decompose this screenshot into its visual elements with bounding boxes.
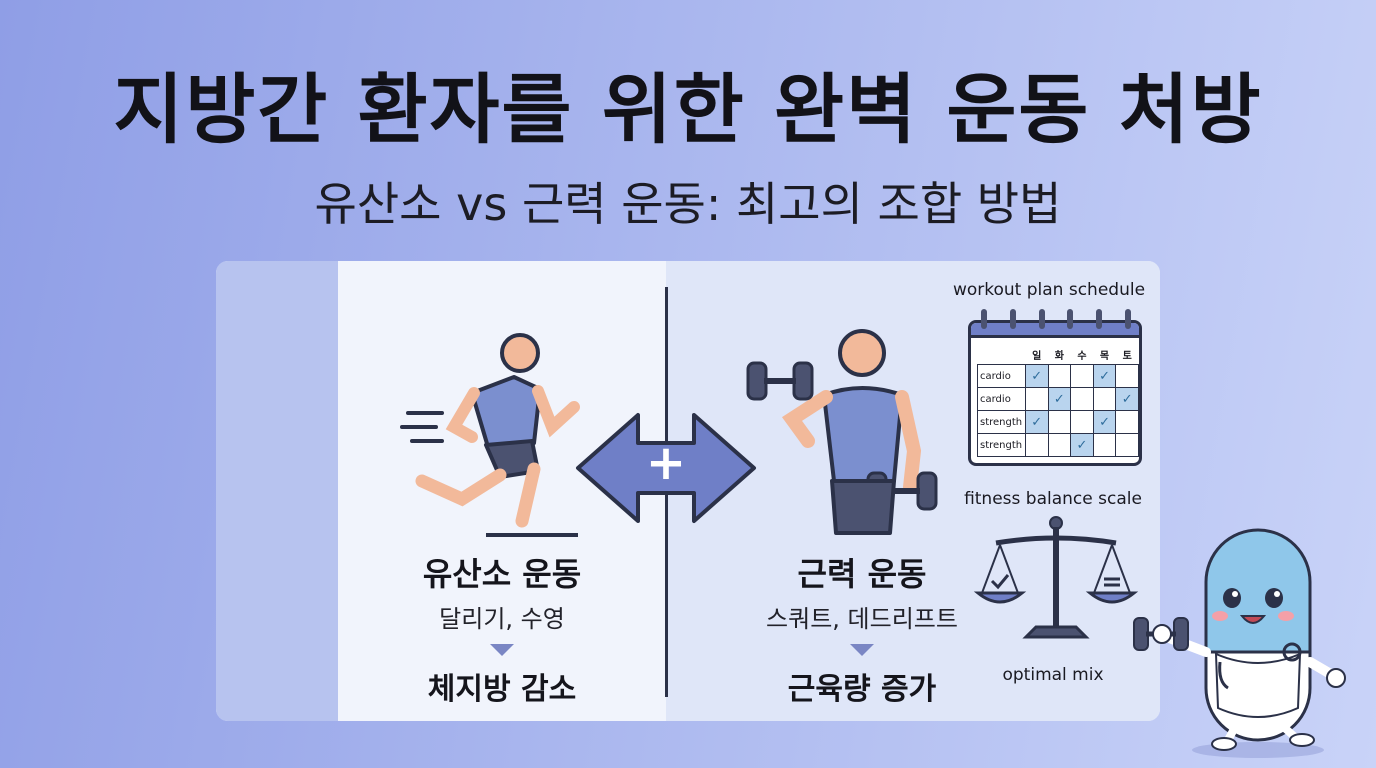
schedule-row-label: strength bbox=[977, 410, 1026, 434]
card-left-strip bbox=[216, 261, 338, 721]
schedule-row-label: cardio bbox=[977, 387, 1026, 411]
schedule-row-label: strength bbox=[977, 433, 1026, 457]
schedule-empty-cell bbox=[1070, 410, 1094, 434]
schedule-check-cell: ✓ bbox=[1092, 364, 1117, 388]
cardio-examples: 달리기, 수영 bbox=[439, 605, 565, 633]
balance-scale-icon bbox=[973, 516, 1139, 639]
schedule-empty-cell bbox=[1115, 364, 1139, 388]
scale-caption: fitness balance scale bbox=[964, 489, 1142, 509]
schedule-row-label: cardio bbox=[977, 364, 1026, 388]
pill-mascot-icon bbox=[1133, 528, 1346, 758]
arrow-down-icon bbox=[850, 644, 874, 656]
strength-text-block: 근력 운동 스쿼트, 데드리프트 근육량 증가 bbox=[712, 549, 1012, 708]
combine-arrow-icon bbox=[576, 413, 756, 523]
schedule-empty-cell bbox=[1024, 387, 1049, 411]
schedule-check-cell: ✓ bbox=[1024, 364, 1049, 388]
calendar-rings bbox=[981, 309, 1131, 329]
schedule-day-header: 토 bbox=[1122, 350, 1132, 362]
schedule-empty-cell bbox=[1092, 433, 1117, 457]
schedule-empty-cell bbox=[1070, 364, 1094, 388]
schedule-row: cardio ✓ ✓ bbox=[977, 387, 1139, 411]
schedule-check-cell: ✓ bbox=[1115, 387, 1139, 411]
schedule-empty-cell bbox=[1047, 410, 1072, 434]
schedule-day-header: 목 bbox=[1099, 350, 1110, 362]
comparison-card: + 유산소 운동 달리기, 수영 체지방 감소 근력 운동 스쿼트, 데드리프트… bbox=[216, 261, 1160, 721]
schedule-empty-cell bbox=[1047, 433, 1072, 457]
weightlifter-icon bbox=[746, 329, 938, 535]
schedule-check-cell: ✓ bbox=[1024, 410, 1049, 434]
schedule-day-header: 수 bbox=[1077, 350, 1087, 362]
cardio-heading: 유산소 운동 bbox=[422, 555, 582, 593]
arrow-down-icon bbox=[490, 644, 514, 656]
schedule-check-cell: ✓ bbox=[1070, 433, 1094, 457]
schedule-empty-cell bbox=[1092, 387, 1117, 411]
schedule-empty-cell bbox=[1047, 364, 1072, 388]
scale-bottom-label: optimal mix bbox=[1002, 665, 1104, 685]
cardio-text-block: 유산소 운동 달리기, 수영 체지방 감소 bbox=[352, 549, 652, 708]
page-subtitle: 유산소 vs 근력 운동: 최고의 조합 방법 bbox=[314, 177, 1062, 231]
schedule-empty-cell bbox=[1115, 410, 1139, 434]
schedule-row: strength✓✓ bbox=[977, 410, 1139, 434]
schedule-empty-cell bbox=[1115, 433, 1139, 457]
page-title: 지방간 환자를 위한 완벽 운동 처방 bbox=[113, 65, 1263, 154]
schedule-empty-cell bbox=[1024, 433, 1049, 457]
schedule-check-cell: ✓ bbox=[1092, 410, 1117, 434]
schedule-row: strength ✓ bbox=[977, 433, 1139, 457]
runner-icon bbox=[400, 333, 580, 537]
cardio-result: 체지방 감소 bbox=[427, 672, 577, 707]
schedule-caption: workout plan schedule bbox=[952, 280, 1146, 300]
strength-examples: 스쿼트, 데드리프트 bbox=[766, 605, 958, 633]
schedule-row: cardio✓✓ bbox=[977, 364, 1139, 388]
plus-symbol: + bbox=[645, 435, 687, 491]
strength-heading: 근력 운동 bbox=[797, 555, 927, 593]
strength-result: 근육량 증가 bbox=[787, 672, 937, 707]
schedule-check-cell: ✓ bbox=[1047, 387, 1072, 411]
schedule-day-header: 일 bbox=[1032, 350, 1042, 362]
schedule-empty-cell bbox=[1070, 387, 1094, 411]
schedule-day-header: 화 bbox=[1054, 350, 1064, 362]
